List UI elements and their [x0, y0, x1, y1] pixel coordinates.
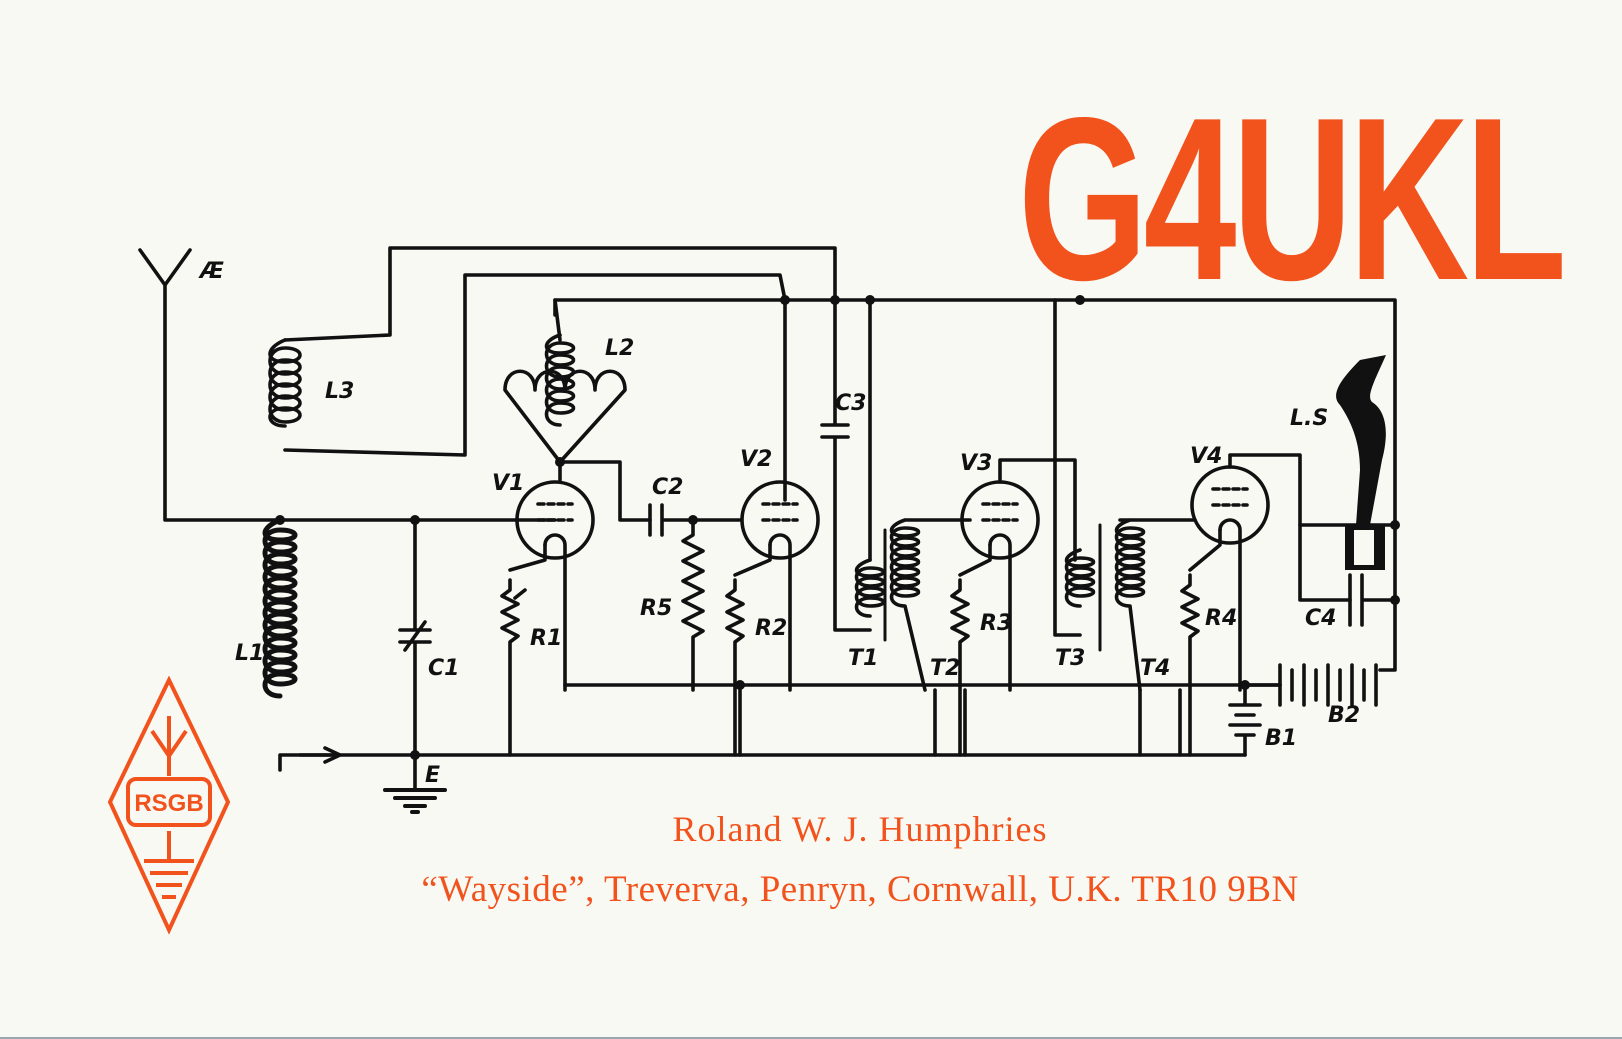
- label-C3: C3: [835, 391, 866, 416]
- operator-address: “Wayside”, Treverva, Penryn, Cornwall, U…: [421, 869, 1299, 910]
- operator-name: Roland W. J. Humphries: [672, 809, 1048, 849]
- label-loudspeaker: L.S: [1290, 406, 1328, 431]
- label-T2: T2: [930, 656, 960, 681]
- label-R2: R2: [755, 616, 787, 641]
- label-T3: T3: [1055, 646, 1085, 671]
- label-L2: L2: [605, 336, 634, 361]
- label-R5: R5: [640, 596, 672, 621]
- label-L1: L1: [235, 641, 264, 666]
- label-L3: L3: [325, 379, 354, 404]
- label-R4: R4: [1205, 606, 1237, 631]
- label-T4: T4: [1140, 656, 1170, 681]
- label-T1: T1: [848, 646, 878, 671]
- label-R3: R3: [980, 611, 1012, 636]
- label-B1: B1: [1265, 726, 1297, 751]
- label-B2: B2: [1328, 703, 1360, 728]
- callsign: G4UKL: [1018, 70, 1567, 329]
- label-V4: V4: [1190, 444, 1222, 469]
- loudspeaker-icon: [1336, 355, 1386, 570]
- label-V1: V1: [492, 471, 524, 496]
- label-V3: V3: [960, 451, 992, 476]
- label-aerial: Æ: [198, 259, 224, 284]
- logo-text: RSGB: [134, 790, 203, 817]
- label-V2: V2: [740, 447, 772, 472]
- label-R1: R1: [530, 626, 562, 651]
- coil-L3: [268, 338, 302, 428]
- label-earth: E: [425, 763, 440, 788]
- label-C4: C4: [1305, 606, 1336, 631]
- rsgb-logo-icon: RSGB: [107, 676, 231, 935]
- label-C2: C2: [652, 475, 683, 500]
- label-C1: C1: [428, 656, 459, 681]
